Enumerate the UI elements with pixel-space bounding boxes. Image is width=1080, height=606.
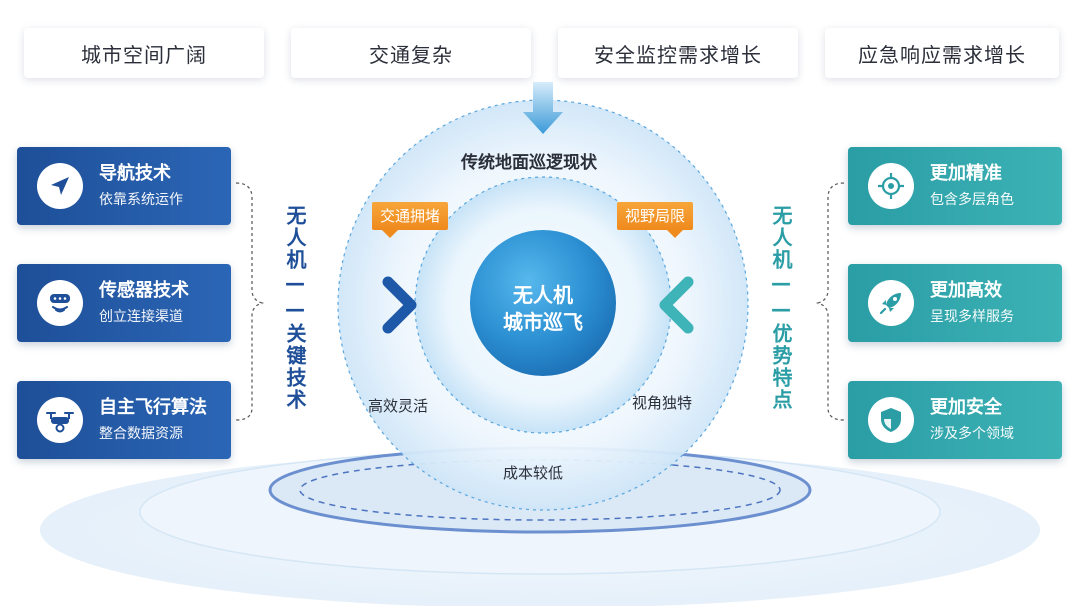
tag-limited-view: 视野局限: [617, 202, 694, 238]
challenge-card-space: 城市空间广阔: [24, 28, 264, 78]
base-ellipse-dashed: [299, 459, 781, 521]
feature-unique-view: 视角独特: [632, 394, 693, 412]
tech-card-title: 传感器技术: [99, 280, 189, 301]
feature-low-cost: 成本较低: [503, 464, 564, 482]
feature-efficient: 高效灵活: [368, 397, 429, 415]
core-circle: [470, 230, 616, 376]
tech-card-title: 导航技术: [99, 163, 171, 184]
navigation-arrow-icon: [37, 163, 83, 209]
tag-traffic-jam: 交通拥堵: [372, 202, 449, 238]
core-title-line1: 无人机: [513, 283, 573, 307]
tech-card-subtitle: 依靠系统运作: [99, 192, 183, 208]
down-arrow: [523, 82, 563, 134]
right-arrow-head: [659, 276, 694, 334]
core-title-line2: 城市巡飞: [503, 310, 583, 334]
rocket-icon: [868, 280, 914, 326]
advantage-card-safe: 更加安全 涉及多个领域: [848, 381, 1062, 459]
left-arrow-head: [382, 276, 417, 334]
challenge-card-traffic: 交通复杂: [291, 28, 531, 78]
advantage-card-title: 更加安全: [930, 397, 1002, 418]
advantage-card-title: 更加精准: [930, 163, 1002, 184]
advantage-card-subtitle: 涉及多个领域: [930, 426, 1014, 442]
advantage-card-subtitle: 呈现多样服务: [930, 309, 1014, 325]
right-bracket: [815, 182, 845, 421]
right-vertical-label: 无人机——优势特点: [769, 205, 793, 411]
tech-card-sensor: 传感器技术 创立连接渠道: [17, 264, 231, 342]
tech-card-subtitle: 整合数据资源: [99, 426, 183, 442]
advantage-card-precise: 更加精准 包含多层角色: [848, 147, 1062, 225]
tech-card-navigation: 导航技术 依靠系统运作: [17, 147, 231, 225]
sensor-icon: [37, 280, 83, 326]
left-bracket: [235, 182, 265, 421]
challenge-card-emergency: 应急响应需求增长: [825, 28, 1059, 78]
tech-card-subtitle: 创立连接渠道: [99, 309, 183, 325]
advantage-card-subtitle: 包含多层角色: [930, 192, 1014, 208]
challenge-card-security: 安全监控需求增长: [558, 28, 798, 78]
outer-title: 传统地面巡逻现状: [461, 153, 597, 173]
target-icon: [868, 163, 914, 209]
drone-icon: [37, 397, 83, 443]
left-vertical-label: 无人机——关键技术: [283, 205, 307, 411]
tech-card-title: 自主飞行算法: [99, 397, 207, 418]
advantage-card-title: 更加高效: [930, 280, 1002, 301]
advantage-card-efficient: 更加高效 呈现多样服务: [848, 264, 1062, 342]
shield-icon: [868, 397, 914, 443]
tech-card-autonomous: 自主飞行算法 整合数据资源: [17, 381, 231, 459]
outer-circle-dashed: [337, 99, 749, 511]
